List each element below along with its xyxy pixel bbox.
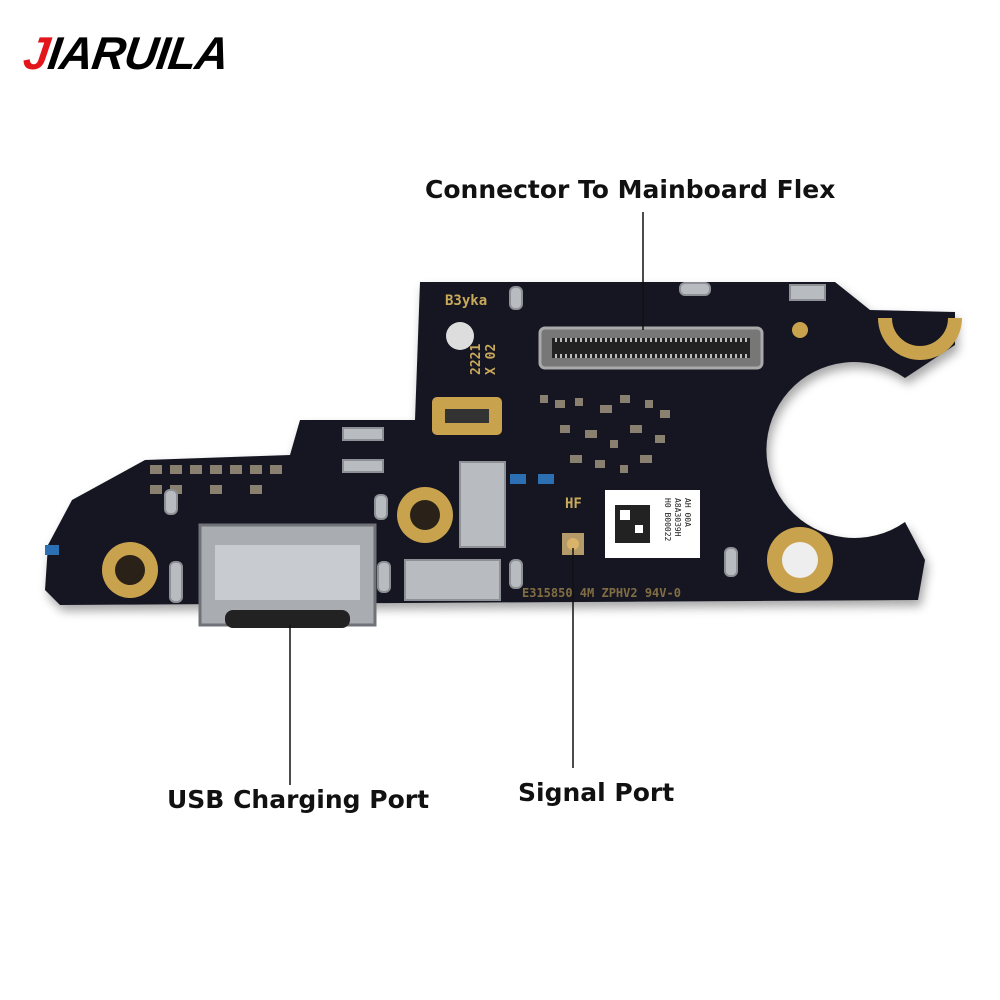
connector-label: Connector To Mainboard Flex [425,175,836,204]
gold-hook [878,317,962,360]
usb-label: USB Charging Port [167,785,430,814]
pcb-code-marking: 2221 [469,344,484,375]
mount-hole [446,322,474,350]
usb-charging-port [198,523,377,628]
sticker-text: A8A3039H [673,498,682,537]
metal-shield [164,282,826,603]
signal-label: Signal Port [518,778,675,807]
signal-port [562,533,584,555]
gold-mount-ring [767,527,833,593]
blue-capacitor [538,474,554,484]
pcb-bottom-marking: E315850 4M ZPHV2 94V-0 [522,586,681,600]
gold-mount-ring [102,542,158,598]
pcb-model-marking: B3yka [445,293,487,309]
mainboard-flex-connector [538,326,764,370]
smd-components [150,395,670,494]
qr-sticker: H0 B00022 A8A3039H AH 00A [605,490,700,558]
sticker-text: H0 B00022 [663,498,672,542]
pcb-hf-marking: HF [565,496,582,512]
sticker-text: AH 00A [683,498,692,527]
blue-capacitor [510,474,526,484]
gold-mount-ring [397,487,453,543]
pcb-code-marking: X 02 [484,344,499,375]
small-board-connector [432,397,502,435]
